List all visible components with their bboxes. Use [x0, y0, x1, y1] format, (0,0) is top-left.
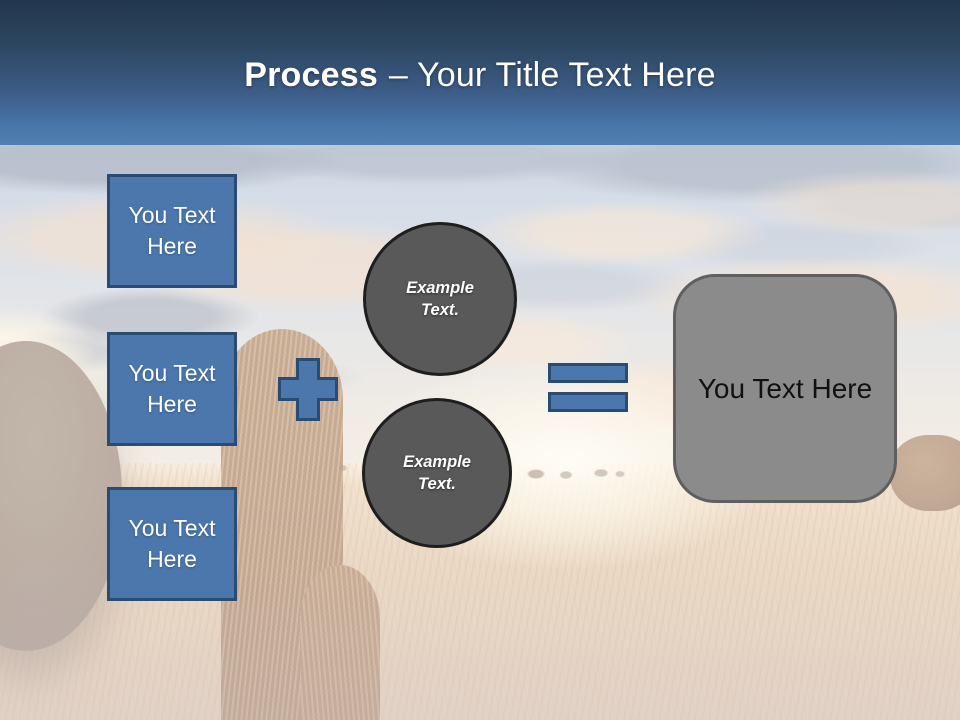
input-box-2-label: You Text Here	[128, 360, 216, 417]
example-circle-1[interactable]: Example Text.	[363, 222, 517, 376]
plus-icon[interactable]	[278, 358, 338, 421]
equals-bar-bottom	[548, 392, 628, 412]
input-box-1[interactable]: You Text Here	[107, 174, 237, 288]
input-box-2[interactable]: You Text Here	[107, 332, 237, 446]
title-subtitle: – Your Title Text Here	[388, 56, 716, 94]
title-keyword: Process	[244, 56, 378, 94]
example-circle-2[interactable]: Example Text.	[362, 398, 512, 548]
equals-bar-top	[548, 363, 628, 383]
equals-icon[interactable]	[548, 363, 628, 412]
result-box-label: You Text Here	[697, 372, 873, 404]
plus-icon-shape	[278, 358, 338, 421]
example-circle-2-label: Example Text.	[403, 453, 471, 493]
result-box[interactable]: You Text Here	[673, 274, 897, 503]
slide-title: Process – Your Title Text Here	[0, 56, 960, 95]
title-bar: Process – Your Title Text Here	[0, 0, 960, 145]
input-box-1-label: You Text Here	[128, 202, 216, 259]
example-circle-1-label: Example Text.	[406, 279, 474, 319]
input-box-3[interactable]: You Text Here	[107, 487, 237, 601]
input-box-3-label: You Text Here	[128, 515, 216, 572]
